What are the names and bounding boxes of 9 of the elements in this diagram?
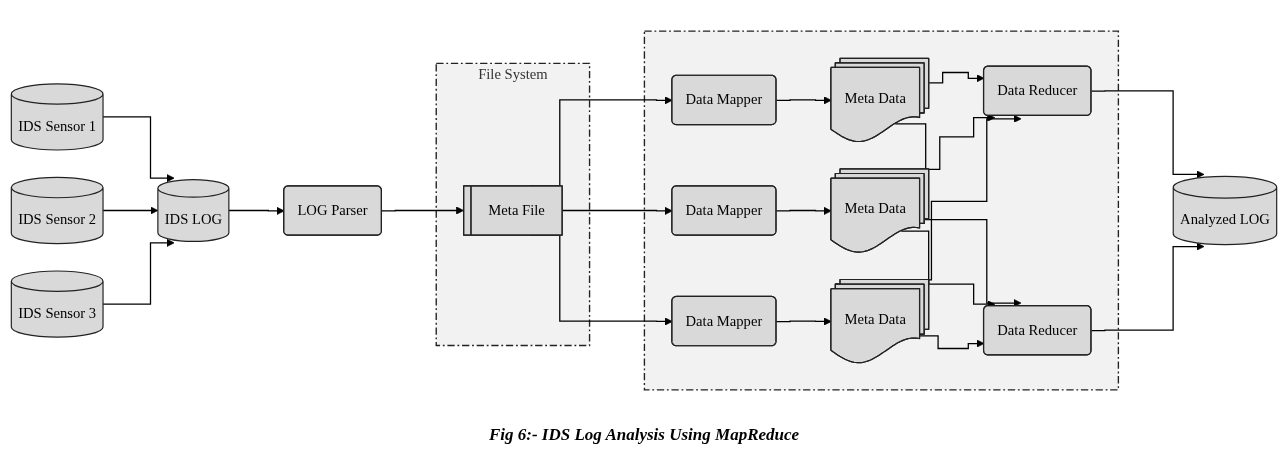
arrow xyxy=(381,206,464,214)
arrow xyxy=(900,230,996,308)
arrow xyxy=(102,206,159,214)
figure-caption: Fig 6:- IDS Log Analysis Using MapReduce xyxy=(488,425,800,445)
arrow xyxy=(102,115,175,182)
arrow xyxy=(1090,242,1205,331)
arrow xyxy=(1090,89,1205,178)
cluster xyxy=(643,29,1120,391)
arrow xyxy=(102,238,175,305)
